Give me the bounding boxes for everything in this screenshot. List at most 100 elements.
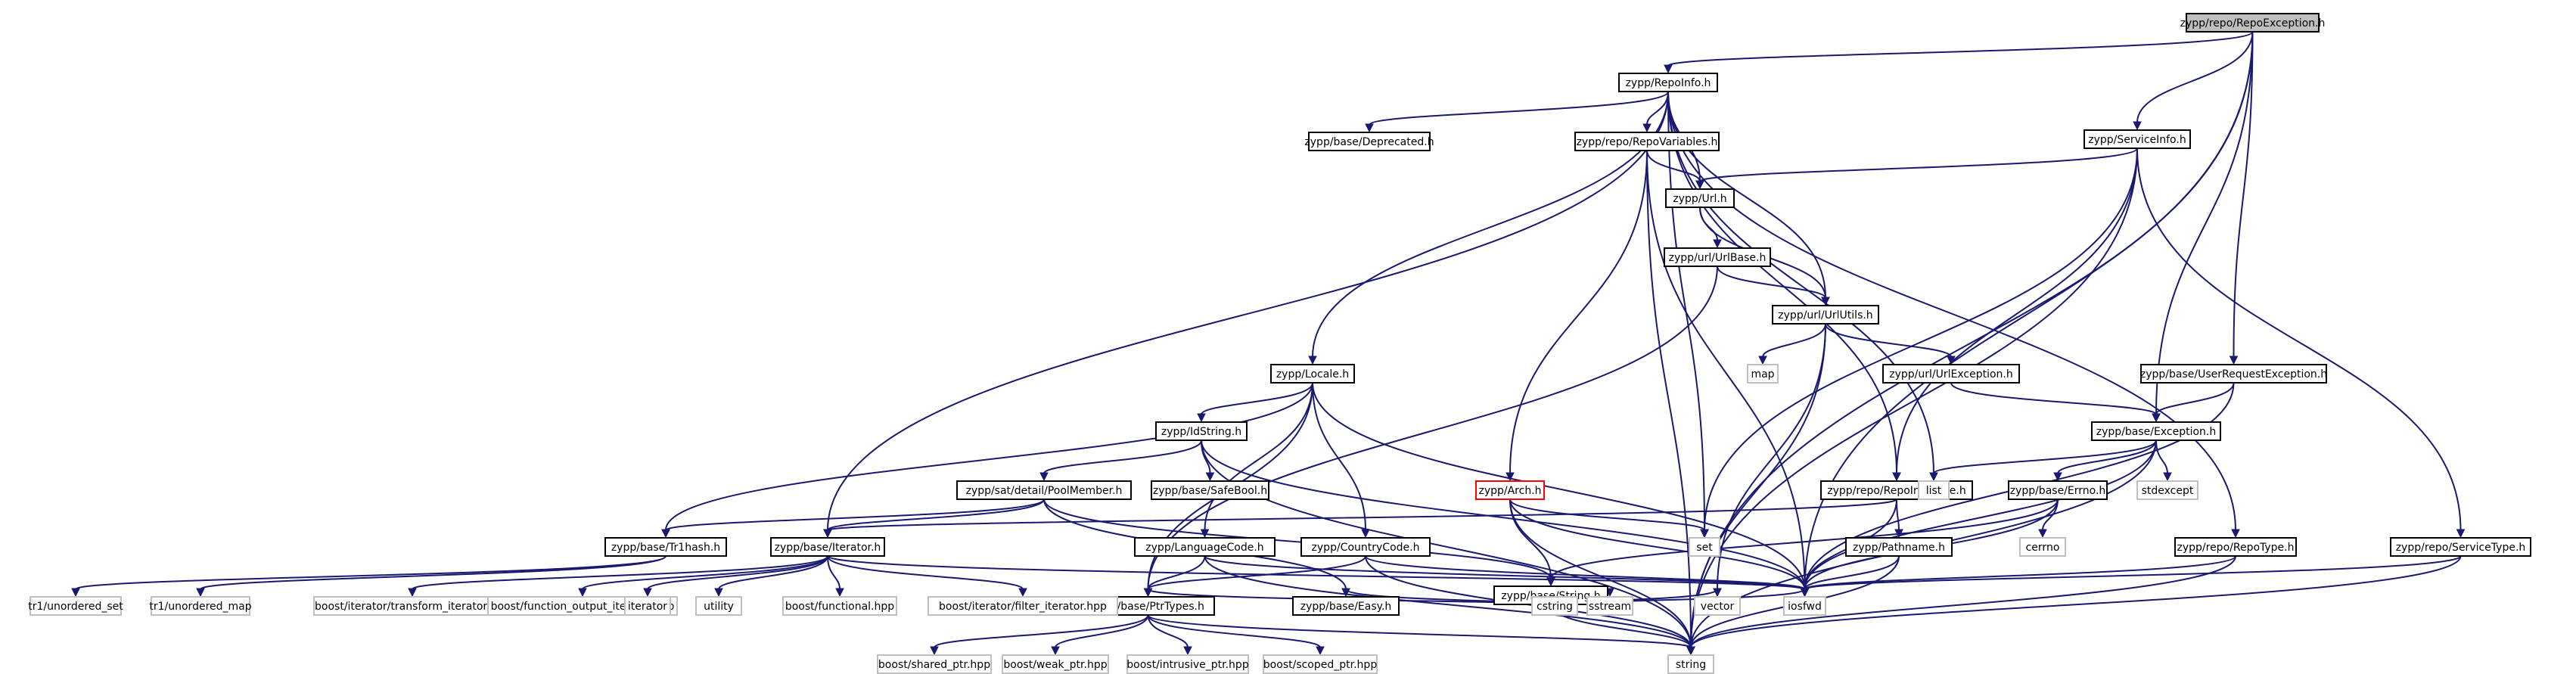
- node-box-arch: [1475, 480, 1545, 500]
- node-box-url: [1665, 188, 1735, 208]
- node-label-tr1_unordered_set: tr1/unordered_set: [28, 601, 123, 613]
- arrow-string_h-to-easy: [1341, 588, 1350, 598]
- node-box-root: [2186, 13, 2320, 33]
- arrow-arch-to-set: [1700, 529, 1709, 539]
- node-errno[interactable]: zypp/base/Errno.h: [2008, 480, 2108, 500]
- node-scoped_ptr: boost/scoped_ptr.hpp: [1263, 654, 1378, 674]
- node-urlbase[interactable]: zypp/url/UrlBase.h: [1664, 247, 1771, 267]
- edge-serviceinfo-to-repoinfobase: [1896, 148, 2138, 474]
- node-safebool[interactable]: zypp/base/SafeBool.h: [1151, 480, 1269, 500]
- arrow-poolmember-to-tr1hash: [661, 529, 670, 539]
- node-exception[interactable]: zypp/base/Exception.h: [2091, 421, 2221, 441]
- node-map: map: [1747, 364, 1779, 384]
- node-box-servicetype: [2390, 537, 2531, 557]
- arrow-repoinfo-to-locale: [1308, 356, 1317, 365]
- node-cstring: cstring: [1531, 596, 1578, 616]
- node-box-repoinfo: [1618, 73, 1718, 92]
- arrow-idstring-to-safebool: [1205, 472, 1215, 482]
- node-vector: vector: [1694, 596, 1741, 616]
- edge-iterator_h-to-filter_iterator: [827, 555, 1024, 590]
- arrow-repoinfo-to-repotype: [2231, 529, 2240, 539]
- node-set: set: [1689, 537, 1720, 557]
- edge-iterator_h-to-function_output_iterator: [582, 555, 828, 590]
- node-box-userrequestexception: [2140, 364, 2327, 384]
- node-box-languagecode: [1134, 537, 1276, 557]
- edge-root-to-serviceinfo: [2136, 31, 2254, 123]
- arrow-string_h-to-vector: [1713, 588, 1722, 598]
- node-iterator: iterator: [624, 596, 671, 616]
- node-locale[interactable]: zypp/Locale.h: [1270, 364, 1355, 384]
- edge-arch-to-set: [1509, 499, 1705, 531]
- node-urlexception[interactable]: zypp/url/UrlException.h: [1882, 364, 2020, 384]
- edge-repoinfo-to-deprecated: [1369, 91, 1669, 126]
- node-box-poolmember: [956, 480, 1132, 500]
- node-poolmember[interactable]: zypp/sat/detail/PoolMember.h: [956, 480, 1132, 500]
- node-iterator_h[interactable]: zypp/base/Iterator.h: [770, 537, 885, 557]
- node-intrusive_ptr: boost/intrusive_ptr.hpp: [1126, 654, 1249, 674]
- node-transform_iterator: boost/iterator/transform_iterator.hpp: [313, 596, 511, 616]
- node-url[interactable]: zypp/Url.h: [1665, 188, 1735, 208]
- node-label-stdexcept: stdexcept: [2142, 485, 2194, 497]
- node-box-easy: [1292, 596, 1400, 616]
- edge-iterator_h-to-iosfwd: [827, 555, 1806, 590]
- dependency-edges: [71, 31, 2466, 656]
- arrow-ptrtypes-to-scoped_ptr: [1316, 646, 1325, 656]
- node-tr1hash[interactable]: zypp/base/Tr1hash.h: [604, 537, 727, 557]
- node-languagecode[interactable]: zypp/LanguageCode.h: [1134, 537, 1276, 557]
- edge-repoinfo-to-locale: [1312, 91, 1669, 358]
- node-weak_ptr: boost/weak_ptr.hpp: [1002, 654, 1109, 674]
- arrow-repovariables-to-arch: [1506, 472, 1515, 482]
- arrow-iterator_h-to-utility: [714, 588, 723, 598]
- node-root[interactable]: zypp/repo/RepoException.h: [2180, 13, 2326, 33]
- edge-languagecode-to-string: [1204, 555, 1692, 648]
- node-label-safebool: zypp/base/SafeBool.h: [1153, 485, 1267, 497]
- node-label-poolmember: zypp/sat/detail/PoolMember.h: [966, 485, 1123, 497]
- node-shared_ptr: boost/shared_ptr.hpp: [877, 654, 992, 674]
- edge-root-to-repoinfo: [1667, 31, 2254, 67]
- node-arch[interactable]: zypp/Arch.h: [1475, 480, 1545, 500]
- node-label-exception: zypp/base/Exception.h: [2096, 426, 2216, 438]
- node-stdexcept: stdexcept: [2136, 480, 2198, 500]
- node-repovariables[interactable]: zypp/repo/RepoVariables.h: [1574, 132, 1720, 151]
- node-repotype[interactable]: zypp/repo/RepoType.h: [2174, 537, 2297, 557]
- node-label-deprecated: zypp/base/Deprecated.h: [1304, 136, 1434, 148]
- arrow-root-to-userrequestexception: [2229, 356, 2239, 365]
- edge-repoinfo-to-urlutils: [1667, 91, 1826, 299]
- node-userrequestexception[interactable]: zypp/base/UserRequestException.h: [2140, 364, 2327, 384]
- node-servicetype[interactable]: zypp/repo/ServiceType.h: [2390, 537, 2531, 557]
- node-label-url: zypp/Url.h: [1673, 193, 1726, 205]
- edge-poolmember-to-iterator_h: [827, 499, 1045, 531]
- node-deprecated[interactable]: zypp/base/Deprecated.h: [1304, 132, 1434, 151]
- node-box-weak_ptr: [1002, 654, 1109, 674]
- edge-root-to-exception: [2155, 31, 2254, 415]
- edge-poolmember-to-string_h: [1043, 499, 1552, 579]
- node-label-iterator_h: zypp/base/Iterator.h: [775, 542, 881, 554]
- node-box-tr1_unordered_map: [151, 596, 250, 616]
- node-label-repoinfo: zypp/RepoInfo.h: [1626, 77, 1711, 89]
- arrow-exception-to-errno: [2053, 472, 2062, 482]
- edge-languagecode-to-iosfwd: [1204, 555, 1806, 590]
- node-box-utility: [695, 596, 742, 616]
- edge-repoinfo-to-list: [1667, 91, 1934, 474]
- node-iosfwd: iosfwd: [1783, 596, 1826, 616]
- node-filter_iterator: boost/iterator/filter_iterator.hpp: [928, 596, 1118, 616]
- node-label-list: list: [1926, 485, 1942, 497]
- node-pathname[interactable]: zypp/Pathname.h: [1845, 537, 1953, 557]
- edge-root-to-userrequestexception: [2233, 31, 2254, 358]
- arrow-root-to-serviceinfo: [2133, 121, 2142, 131]
- node-urlutils[interactable]: zypp/url/UrlUtils.h: [1772, 305, 1879, 325]
- node-repoinfo[interactable]: zypp/RepoInfo.h: [1618, 73, 1718, 92]
- node-serviceinfo[interactable]: zypp/ServiceInfo.h: [2083, 129, 2191, 149]
- node-easy[interactable]: zypp/base/Easy.h: [1292, 596, 1400, 616]
- node-label-map: map: [1751, 368, 1774, 380]
- node-label-sstream: sstream: [1589, 601, 1631, 613]
- node-box-transform_iterator: [313, 596, 511, 616]
- arrow-ptrtypes-to-weak_ptr: [1051, 646, 1060, 656]
- node-countrycode[interactable]: zypp/CountryCode.h: [1300, 537, 1431, 557]
- arrow-locale-to-idstring: [1197, 413, 1206, 423]
- edge-locale-to-iosfwd: [1312, 382, 1806, 590]
- node-box-tr1_unordered_set: [30, 596, 122, 616]
- edge-idstring-to-iosfwd: [1201, 439, 1806, 590]
- arrow-iterator_h-to-function_output_iterator: [578, 588, 587, 598]
- node-idstring[interactable]: zypp/IdString.h: [1155, 421, 1248, 441]
